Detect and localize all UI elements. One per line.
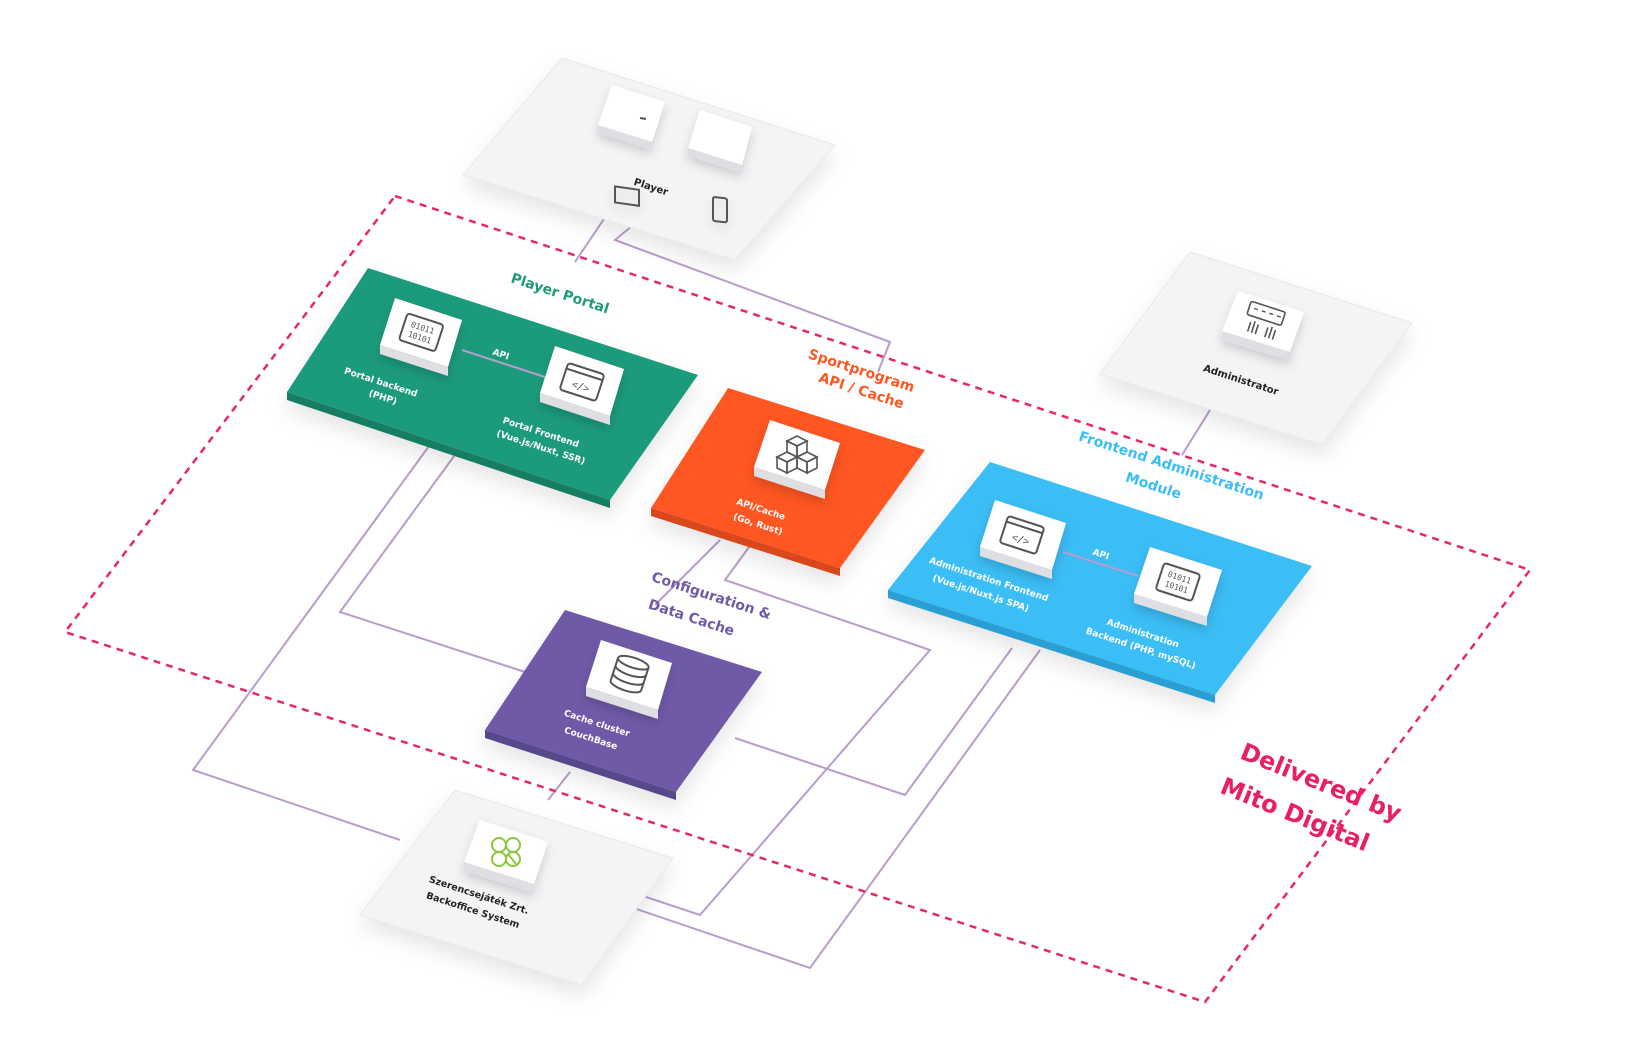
cubes-icon (775, 435, 819, 475)
delivered-by-border (62, 194, 1533, 1004)
code-window-icon: </> (559, 362, 605, 402)
connector-portal-cache (338, 447, 526, 673)
connector-portal-backoffice (191, 441, 433, 841)
portal-api-label: API (491, 348, 510, 363)
portal-api-link (461, 349, 546, 378)
connector-sport-cache (654, 539, 721, 606)
desktop-monitor-icon (598, 85, 665, 207)
clover-icon (491, 837, 521, 867)
player-portal-title: Player Portal (509, 271, 611, 318)
keyboard-hands-icon (1246, 300, 1286, 340)
admin-api-link (1062, 551, 1139, 577)
admin-backend-tile[interactable] (1134, 547, 1222, 626)
admin-frontend-tile[interactable] (980, 500, 1066, 579)
player-portal-module[interactable] (287, 268, 698, 508)
admin-api-label: API (1091, 548, 1110, 563)
connector-admin-backoffice (609, 649, 1041, 970)
player-card (462, 57, 836, 261)
connector-sport-backoffice (594, 542, 932, 917)
connector-cache-backoffice (547, 771, 571, 801)
smartphone-icon (688, 110, 752, 224)
svg-text:</>: </> (570, 379, 591, 395)
portal-frontend-tile[interactable] (540, 346, 624, 425)
code-window-icon: </> (999, 515, 1045, 555)
keyboard-hands-icon-tile (1222, 291, 1304, 361)
connector-cache-admin (734, 647, 1013, 797)
clover-icon-tile (464, 820, 548, 893)
svg-text:</>: </> (1010, 532, 1031, 548)
player-node[interactable] (462, 57, 836, 261)
portal-backend-tile[interactable] (380, 298, 462, 376)
connector-admin-frontendadmin (1181, 409, 1211, 456)
database-icon (609, 654, 650, 694)
